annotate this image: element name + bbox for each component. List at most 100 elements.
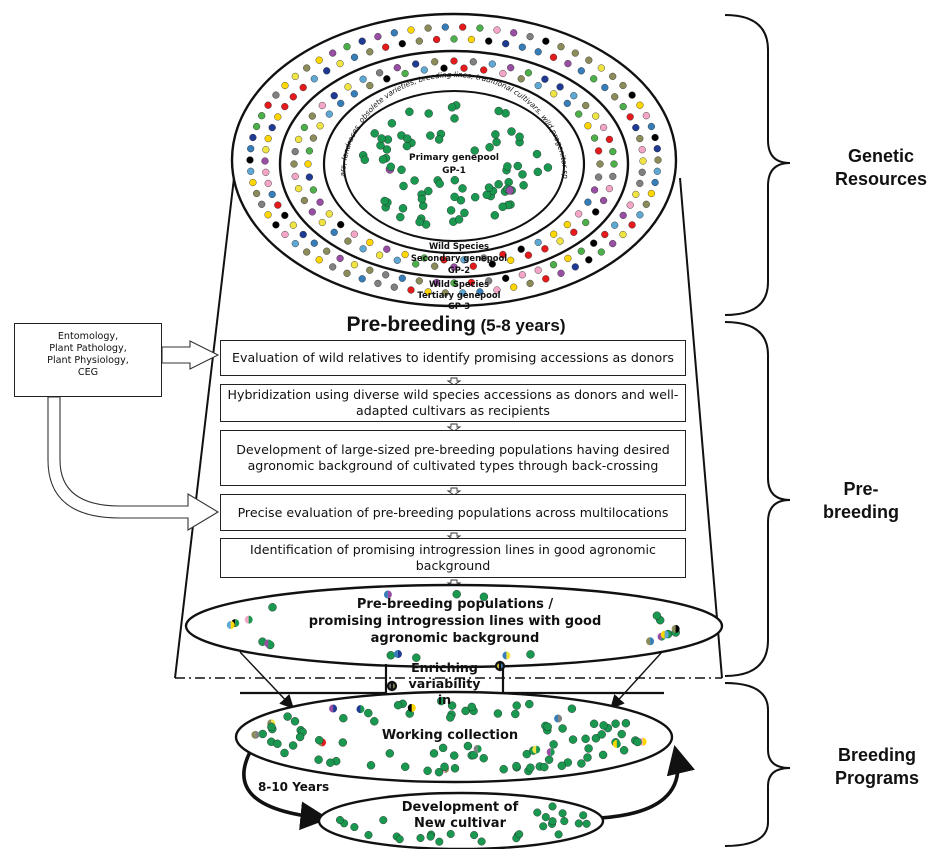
dot	[636, 211, 644, 219]
dot	[398, 40, 406, 48]
dot	[338, 738, 347, 747]
dot	[291, 72, 299, 81]
dot	[512, 761, 521, 771]
cycle-years-label: 8-10 Years	[258, 780, 330, 794]
primary-label-1: Primary genepool	[409, 153, 499, 163]
dot	[281, 102, 289, 111]
dot	[350, 261, 359, 269]
dot	[507, 256, 515, 264]
dot	[435, 179, 444, 188]
dot	[581, 734, 590, 743]
feed-arrows	[239, 651, 663, 710]
dot	[626, 201, 634, 209]
dot	[315, 56, 323, 64]
dot	[308, 208, 316, 216]
dot	[283, 712, 292, 721]
dot	[441, 289, 449, 297]
dot	[507, 127, 516, 136]
dot	[366, 761, 376, 770]
dot	[454, 215, 464, 224]
dot	[249, 178, 257, 187]
dot	[459, 23, 467, 31]
dot	[585, 256, 593, 264]
dot	[446, 206, 456, 215]
dot	[274, 201, 282, 209]
dot	[416, 834, 425, 843]
dot	[488, 60, 496, 68]
dot	[253, 189, 261, 198]
dot	[476, 288, 484, 296]
dot	[619, 230, 627, 239]
dot	[628, 221, 636, 229]
dot	[323, 247, 331, 255]
dot	[268, 603, 277, 612]
dot	[467, 278, 476, 287]
dot	[540, 762, 549, 772]
dot	[619, 746, 629, 755]
dot	[518, 43, 526, 51]
dot	[582, 218, 590, 227]
dot	[524, 251, 533, 259]
dot-half	[506, 651, 511, 660]
dot	[440, 256, 448, 264]
dot	[426, 131, 435, 140]
dot	[437, 696, 446, 706]
dot	[370, 717, 379, 726]
step-hybridization: Hybridization using diverse wild species…	[220, 384, 686, 422]
enriching-text: Enriching variability in	[386, 660, 503, 708]
dot	[611, 221, 619, 229]
dot	[281, 81, 289, 90]
dot	[281, 230, 289, 239]
dot	[570, 92, 578, 100]
dot	[364, 708, 373, 718]
dot	[366, 238, 374, 247]
dot	[450, 35, 458, 43]
dot	[309, 134, 318, 142]
dot	[632, 123, 640, 132]
dot	[452, 590, 461, 599]
dot	[459, 289, 467, 297]
dot	[638, 146, 646, 154]
dot	[582, 819, 591, 828]
dot	[517, 245, 525, 253]
step-arrow	[446, 423, 462, 432]
dot	[599, 123, 608, 132]
dot	[446, 830, 455, 839]
dot	[484, 183, 494, 192]
dot	[344, 83, 352, 91]
dot	[370, 129, 379, 138]
dot	[652, 611, 662, 620]
secondary-label-3: GP-2	[448, 265, 470, 275]
dot	[558, 724, 567, 733]
dot	[401, 762, 410, 771]
dot	[541, 75, 549, 83]
dot	[290, 717, 300, 726]
dot	[343, 43, 351, 51]
dot	[450, 263, 458, 271]
dot	[526, 279, 534, 288]
dot	[291, 148, 299, 156]
dot	[515, 830, 524, 839]
new-cultivar-oval	[317, 791, 605, 849]
dot	[577, 247, 585, 255]
dot-half	[407, 703, 412, 712]
dot-half	[642, 737, 647, 746]
dot	[289, 93, 297, 101]
dot	[493, 286, 501, 294]
step-arrow	[446, 377, 462, 386]
dot-half	[387, 590, 392, 599]
dot	[491, 130, 500, 139]
dot	[299, 230, 307, 239]
populations-line-1: Pre-breeding populations /	[356, 597, 554, 612]
dot	[325, 110, 333, 118]
dot	[450, 175, 459, 185]
dot	[410, 176, 419, 185]
dot	[534, 238, 542, 247]
dot	[651, 133, 659, 142]
dot-half	[558, 714, 563, 723]
dot	[534, 266, 542, 274]
dot	[424, 186, 433, 196]
dot	[636, 101, 644, 109]
dot	[261, 157, 269, 165]
working-collection-group	[234, 690, 674, 784]
